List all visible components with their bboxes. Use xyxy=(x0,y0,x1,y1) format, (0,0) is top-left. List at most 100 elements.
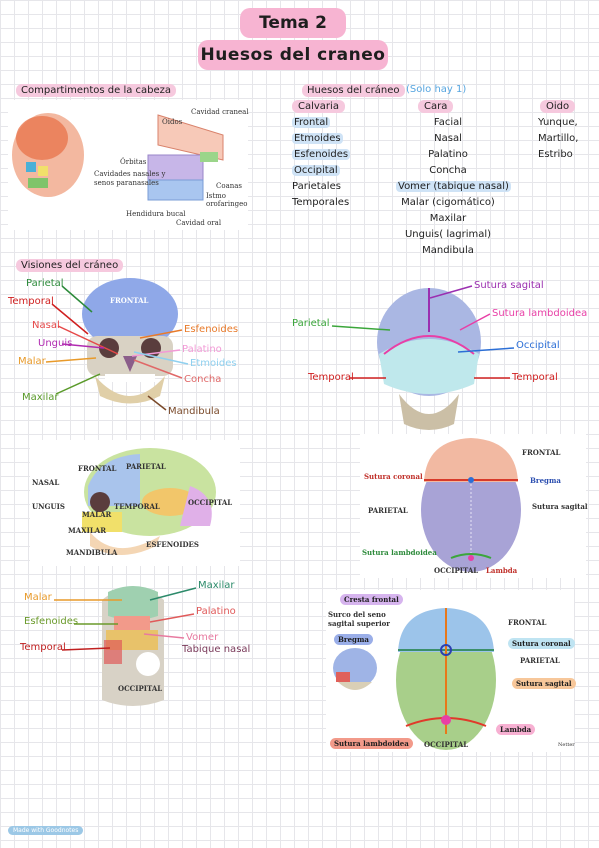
label-palatino: Palatino xyxy=(182,344,222,355)
photo-label-frontal: FRONTAL xyxy=(110,296,149,305)
label-tabique-nasal-inferior: Tabique nasal xyxy=(182,644,251,655)
inferior-view: OCCIPITAL Malar Esfenoides Temporal Maxi… xyxy=(10,578,260,708)
column-header-calvaria: Calvaria xyxy=(292,100,345,113)
label-sutura-sagital: Sutura sagital xyxy=(474,280,544,291)
frontal-view: FRONTAL Parietal Temporal Nasal Unguis M… xyxy=(0,272,250,422)
list-item: Unguis( lagrimal) xyxy=(404,229,492,240)
label-parietal-posterior: Parietal xyxy=(292,318,330,329)
section-heading-visiones: Visiones del cráneo xyxy=(16,259,124,272)
photo-label-occipital-inferior: OCCIPITAL xyxy=(118,684,163,693)
label-palatino-inferior: Palatino xyxy=(196,606,236,617)
list-item: Malar (cigomático) xyxy=(401,197,495,208)
small-skull-thumbnail xyxy=(333,648,377,690)
page-subtitle: Huesos del craneo xyxy=(198,40,388,70)
lateral-view: FRONTAL PARIETAL NASAL UNGUIS MALAR TEMP… xyxy=(30,440,240,566)
label-sutura-sagital-superior: Sutura sagital xyxy=(532,502,588,511)
lateral-skull-drawing xyxy=(82,448,216,555)
label-mandibula-lateral: MANDIBULA xyxy=(66,548,118,557)
label-vomer-inferior: Vomer xyxy=(186,632,219,643)
posterior-leader-lines xyxy=(331,285,515,379)
label-mandibula: Mandibula xyxy=(168,406,220,417)
label-sutura-coronal-superior: Sutura coronal xyxy=(364,472,423,481)
label-malar-lateral: MALAR xyxy=(82,510,112,519)
label-bregma-detail: Bregma xyxy=(334,634,373,645)
label-sutura-lambdoidea-detail: Sutura lambdoidea xyxy=(330,738,413,749)
list-cara: Facial Nasal Palatino Concha Vomer (tabi… xyxy=(396,115,511,259)
label-frontal-superior: FRONTAL xyxy=(522,448,561,457)
label-cavidades-nasales: Cavidades nasales y senos paranasales xyxy=(94,170,166,187)
label-temporal-left: Temporal xyxy=(308,372,354,383)
label-temporal-right: Temporal xyxy=(512,372,558,383)
label-occipital-detail: OCCIPITAL xyxy=(424,740,469,749)
superior-skull-drawing xyxy=(421,438,521,572)
list-item: Concha xyxy=(429,165,467,176)
label-parietal: Parietal xyxy=(26,278,64,289)
superior-view: FRONTAL Sutura coronal Bregma Sutura sag… xyxy=(360,434,588,578)
label-cresta-frontal: Cresta frontal xyxy=(340,594,403,605)
detail-skull-drawing xyxy=(396,608,496,750)
label-frontal-lateral: FRONTAL xyxy=(78,464,117,473)
label-orbitas: Órbitas xyxy=(120,158,147,166)
label-hendidura-bucal: Hendidura bucal xyxy=(126,210,186,218)
inferior-skull-drawing xyxy=(102,586,164,706)
list-item: Estribo xyxy=(538,149,573,160)
credit-netter: Netter xyxy=(558,742,575,748)
compartimentos-illustration: Cavidad craneal Oidos Órbitas Cavidades … xyxy=(8,100,249,230)
label-parietal-lateral: PARIETAL xyxy=(126,462,166,471)
list-item: Palatino xyxy=(428,149,468,160)
label-esfenoides: Esfenoides xyxy=(184,324,239,335)
label-sutura-lambdoidea-superior: Sutura lambdoidea xyxy=(362,548,437,557)
goodnotes-badge: Made with Goodnotes xyxy=(8,826,84,835)
list-item: Nasal xyxy=(434,133,462,144)
label-malar-inferior: Malar xyxy=(24,592,52,603)
label-parietal-superior: PARIETAL xyxy=(368,506,408,515)
detail-superior-view: Cresta frontal Surco del seno sagital su… xyxy=(326,590,576,752)
label-temporal: Temporal xyxy=(8,296,54,307)
list-item: Mandibula xyxy=(422,245,474,256)
page-title: Tema 2 xyxy=(240,8,346,38)
label-frontal-detail: FRONTAL xyxy=(508,618,547,627)
list-item: Etmoides xyxy=(292,133,343,144)
label-sutura-sagital-detail: Sutura sagital xyxy=(512,678,576,689)
label-lambda-superior: Lambda xyxy=(486,566,518,575)
posterior-view: Sutura sagital Sutura lambdoidea Parieta… xyxy=(290,278,590,438)
label-occipital-lateral: OCCIPITAL xyxy=(188,498,233,507)
section-heading-compartimentos: Compartimentos de la cabeza xyxy=(16,84,177,97)
frontal-leader-lines xyxy=(45,285,189,411)
label-unguis-lateral: UNGUIS xyxy=(32,502,65,511)
label-maxilar: Maxilar xyxy=(22,392,59,403)
label-esfenoides-lateral: ESFENOIDES xyxy=(146,540,199,549)
label-maxilar-lateral: MAXILAR xyxy=(68,526,107,535)
list-item: Martillo, xyxy=(538,133,579,144)
list-calvaria: Frontal Etmoides Esfenoides Occipital Pa… xyxy=(292,115,351,211)
list-item: Parietales xyxy=(292,181,341,192)
list-item: Esfenoides xyxy=(292,149,351,160)
label-concha: Concha xyxy=(184,374,222,385)
label-istmo: Istmo orofaringeo xyxy=(206,192,248,208)
list-item: Facial xyxy=(433,117,463,128)
list-item: Yunque, xyxy=(538,117,578,128)
label-nasal-lateral: NASAL xyxy=(32,478,60,487)
label-lambda-detail: Lambda xyxy=(496,724,536,735)
label-occipital-superior: OCCIPITAL xyxy=(434,566,479,575)
label-esfenoides-inferior: Esfenoides xyxy=(24,616,79,627)
list-item: Frontal xyxy=(292,117,331,128)
list-item: Maxilar xyxy=(429,213,467,224)
label-parietal-detail: PARIETAL xyxy=(520,656,560,665)
label-etmoides: Etmoides xyxy=(190,358,237,369)
label-occipital-posterior: Occipital xyxy=(516,340,560,351)
huesos-note: (Solo hay 1) xyxy=(406,84,467,95)
column-header-cara: Cara xyxy=(418,100,454,113)
list-oido: Yunque, Martillo, Estribo xyxy=(538,115,578,163)
section-heading-huesos: Huesos del cráneo xyxy=(302,84,405,97)
label-unguis: Unguis xyxy=(38,338,73,349)
label-nasal: Nasal xyxy=(32,320,60,331)
label-bregma-superior: Bregma xyxy=(530,476,561,485)
head-illustration xyxy=(12,113,224,201)
label-temporal-lateral: TEMPORAL xyxy=(114,502,160,511)
list-item: Vomer (tabique nasal) xyxy=(396,181,511,192)
inferior-leader-lines xyxy=(54,587,197,651)
label-cavidad-oral: Cavidad oral xyxy=(176,219,222,227)
label-oidos: Oidos xyxy=(162,118,183,126)
label-coanas: Coanas xyxy=(216,182,243,190)
